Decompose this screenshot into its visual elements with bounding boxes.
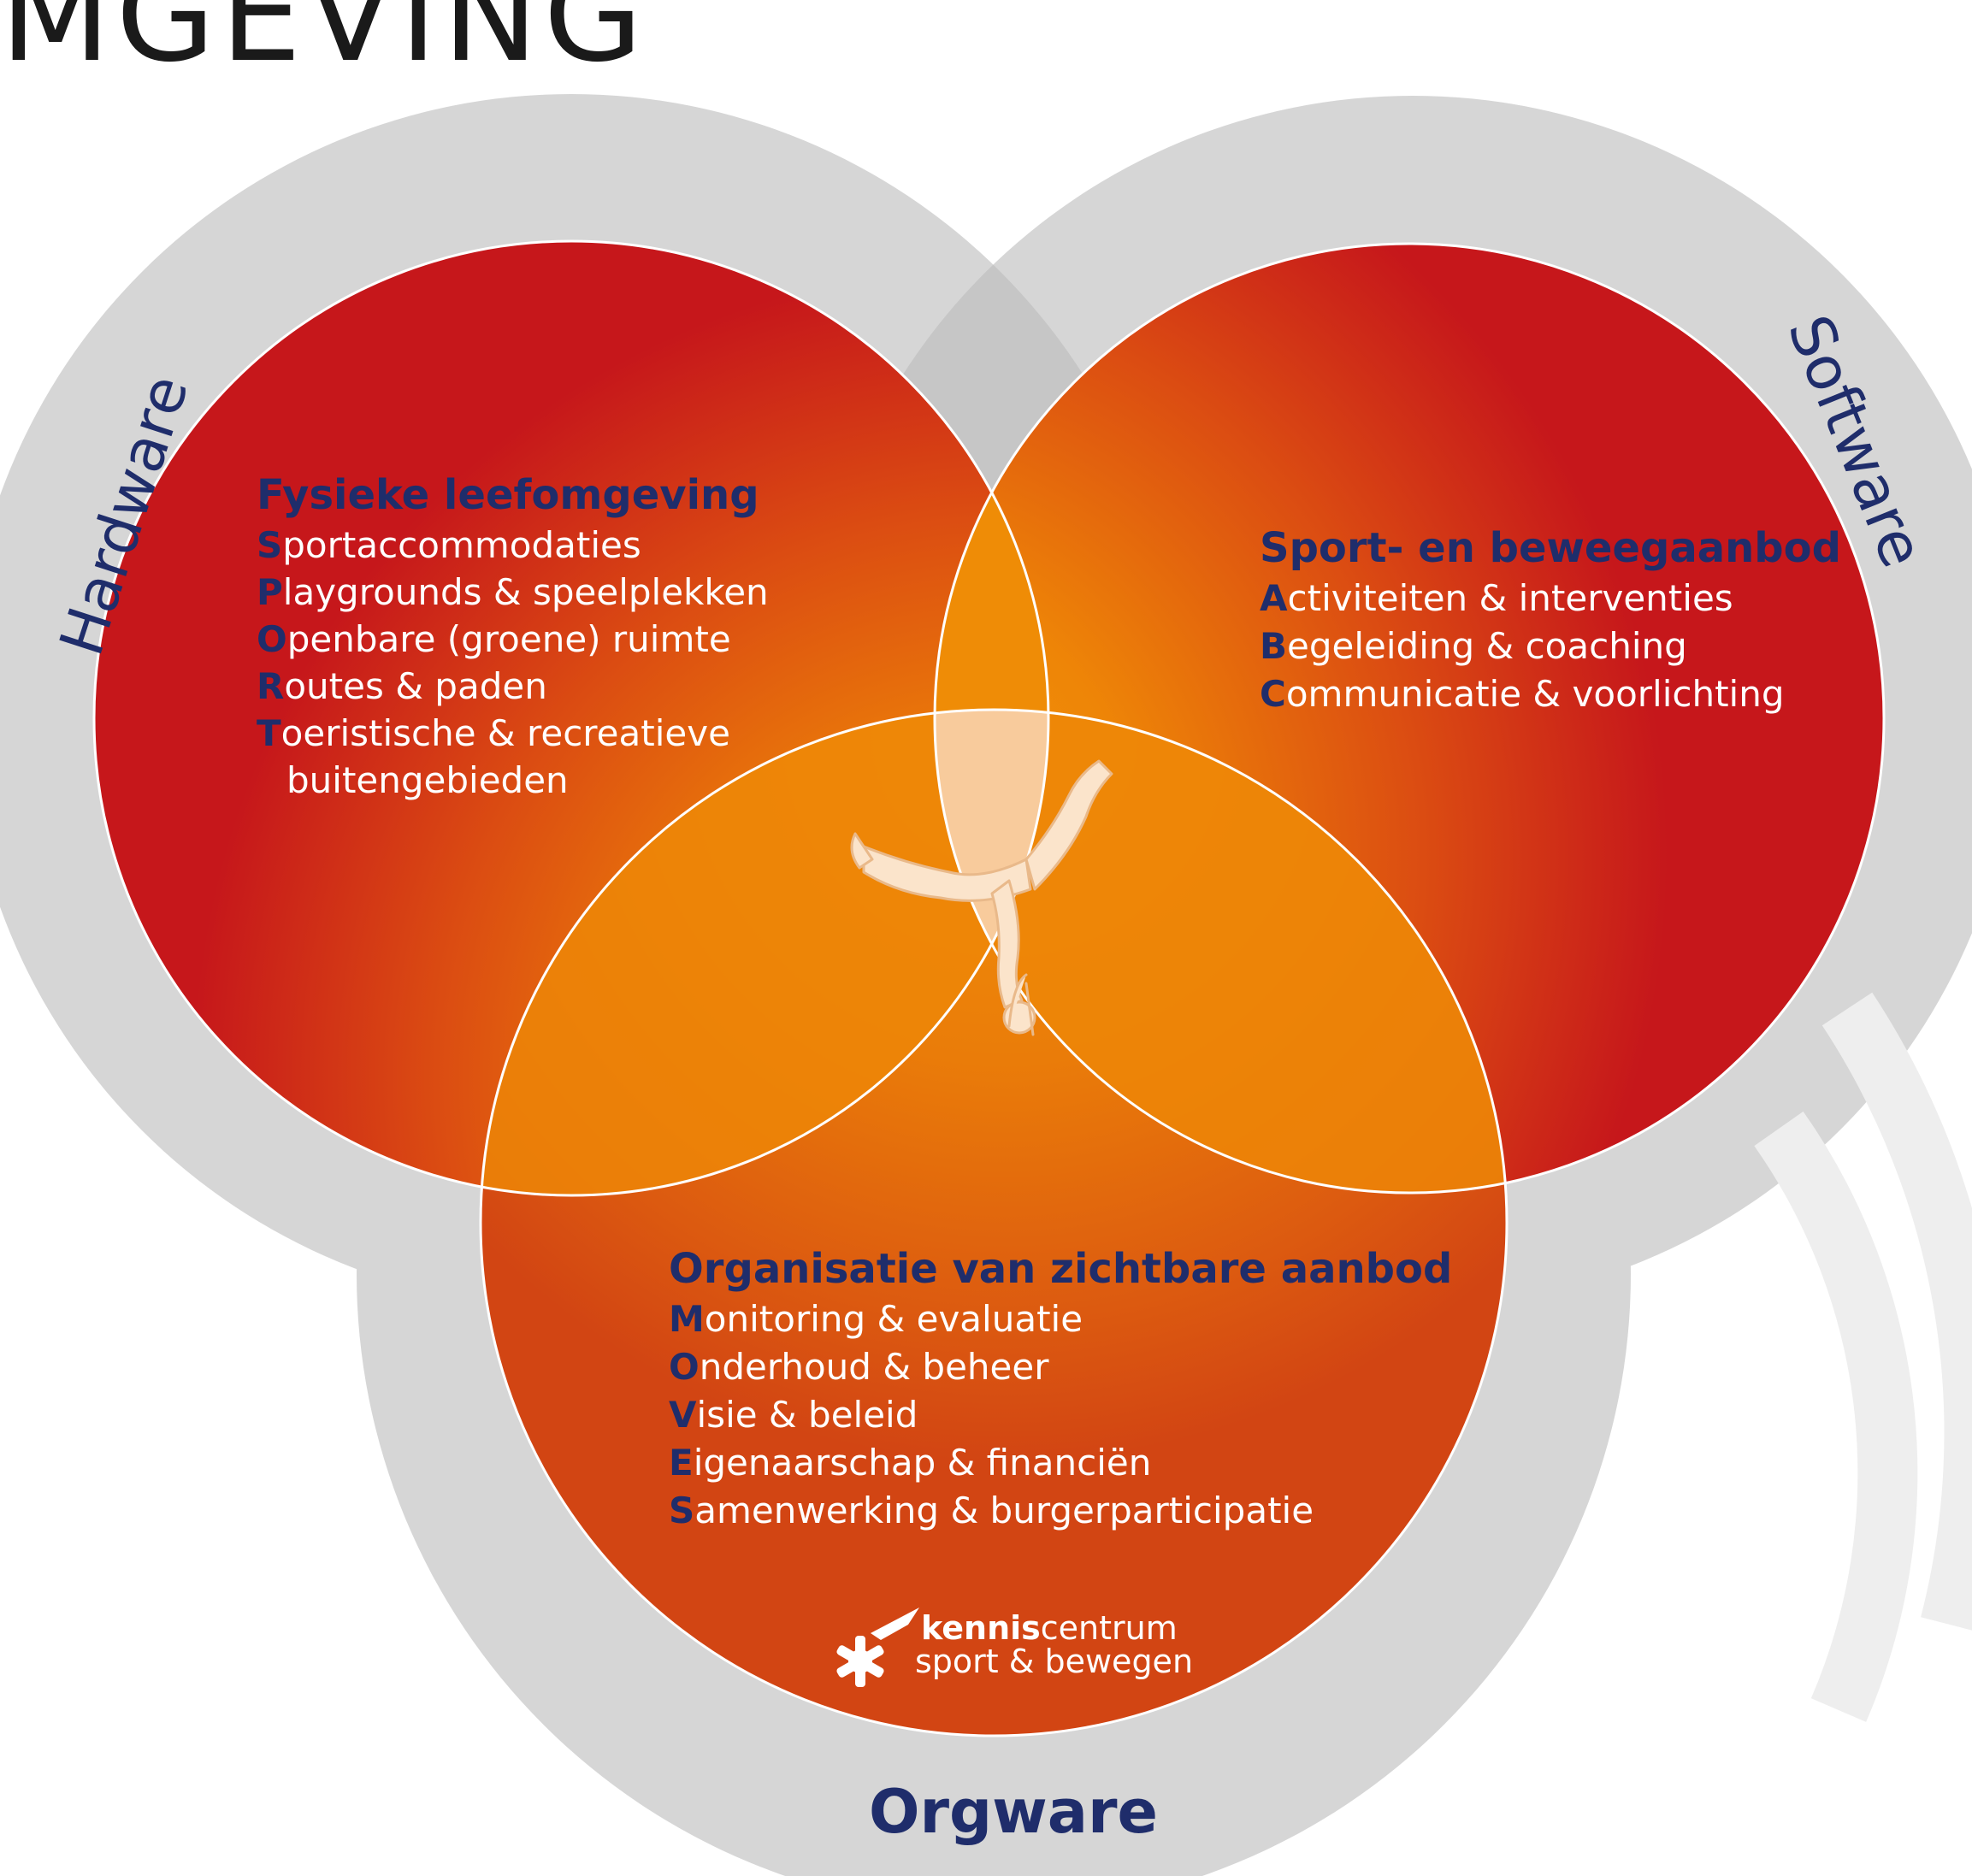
star-logo-icon bbox=[836, 1608, 919, 1687]
orgware-block: Organisatie van zichtbare aanbod Monitor… bbox=[669, 1245, 1452, 1531]
orgware-ring-label: Orgware bbox=[869, 1777, 1158, 1847]
list-item: Begeleiding & coaching bbox=[1260, 625, 1687, 667]
list-item: Activiteiten & interventies bbox=[1260, 577, 1733, 619]
list-item: Eigenaarschap & financiën bbox=[669, 1442, 1151, 1484]
overlap-software-orgware bbox=[935, 710, 1507, 1193]
logo-line1: kenniscentrum bbox=[921, 1609, 1178, 1647]
hardware-block: Fysieke leefomgeving Sportaccommodaties … bbox=[257, 471, 769, 801]
list-item: Visie & beleid bbox=[669, 1394, 918, 1436]
list-item-continuation: buitengebieden bbox=[286, 759, 569, 801]
kenniscentrum-logo: kenniscentrum sport & bewegen bbox=[836, 1608, 1193, 1687]
list-item: Onderhoud & beheer bbox=[669, 1346, 1049, 1388]
software-heading: Sport- en beweegaanbod bbox=[1260, 524, 1841, 572]
list-item: Routes & paden bbox=[257, 665, 547, 707]
page-title: MGEVING bbox=[0, 0, 648, 91]
list-item: Communicatie & voorlichting bbox=[1260, 673, 1785, 715]
list-item: Sportaccommodaties bbox=[257, 524, 641, 566]
list-item: Samenwerking & burgerparticipatie bbox=[669, 1490, 1314, 1531]
watermark-arcs bbox=[1754, 992, 1972, 1722]
software-block: Sport- en beweegaanbod Activiteiten & in… bbox=[1260, 524, 1841, 715]
list-item: Monitoring & evaluatie bbox=[669, 1298, 1083, 1340]
overlap-hardware-orgware bbox=[481, 710, 1048, 1195]
list-item: Toeristische & recreatieve bbox=[257, 712, 730, 754]
cartwheel-figure-icon bbox=[850, 759, 1113, 1036]
logo-line2: sport & bewegen bbox=[915, 1643, 1193, 1680]
orgware-heading: Organisatie van zichtbare aanbod bbox=[669, 1245, 1452, 1293]
list-item: Openbare (groene) ruimte bbox=[257, 618, 731, 660]
list-item: Playgrounds & speelplekken bbox=[257, 571, 769, 613]
hardware-heading: Fysieke leefomgeving bbox=[257, 471, 759, 519]
